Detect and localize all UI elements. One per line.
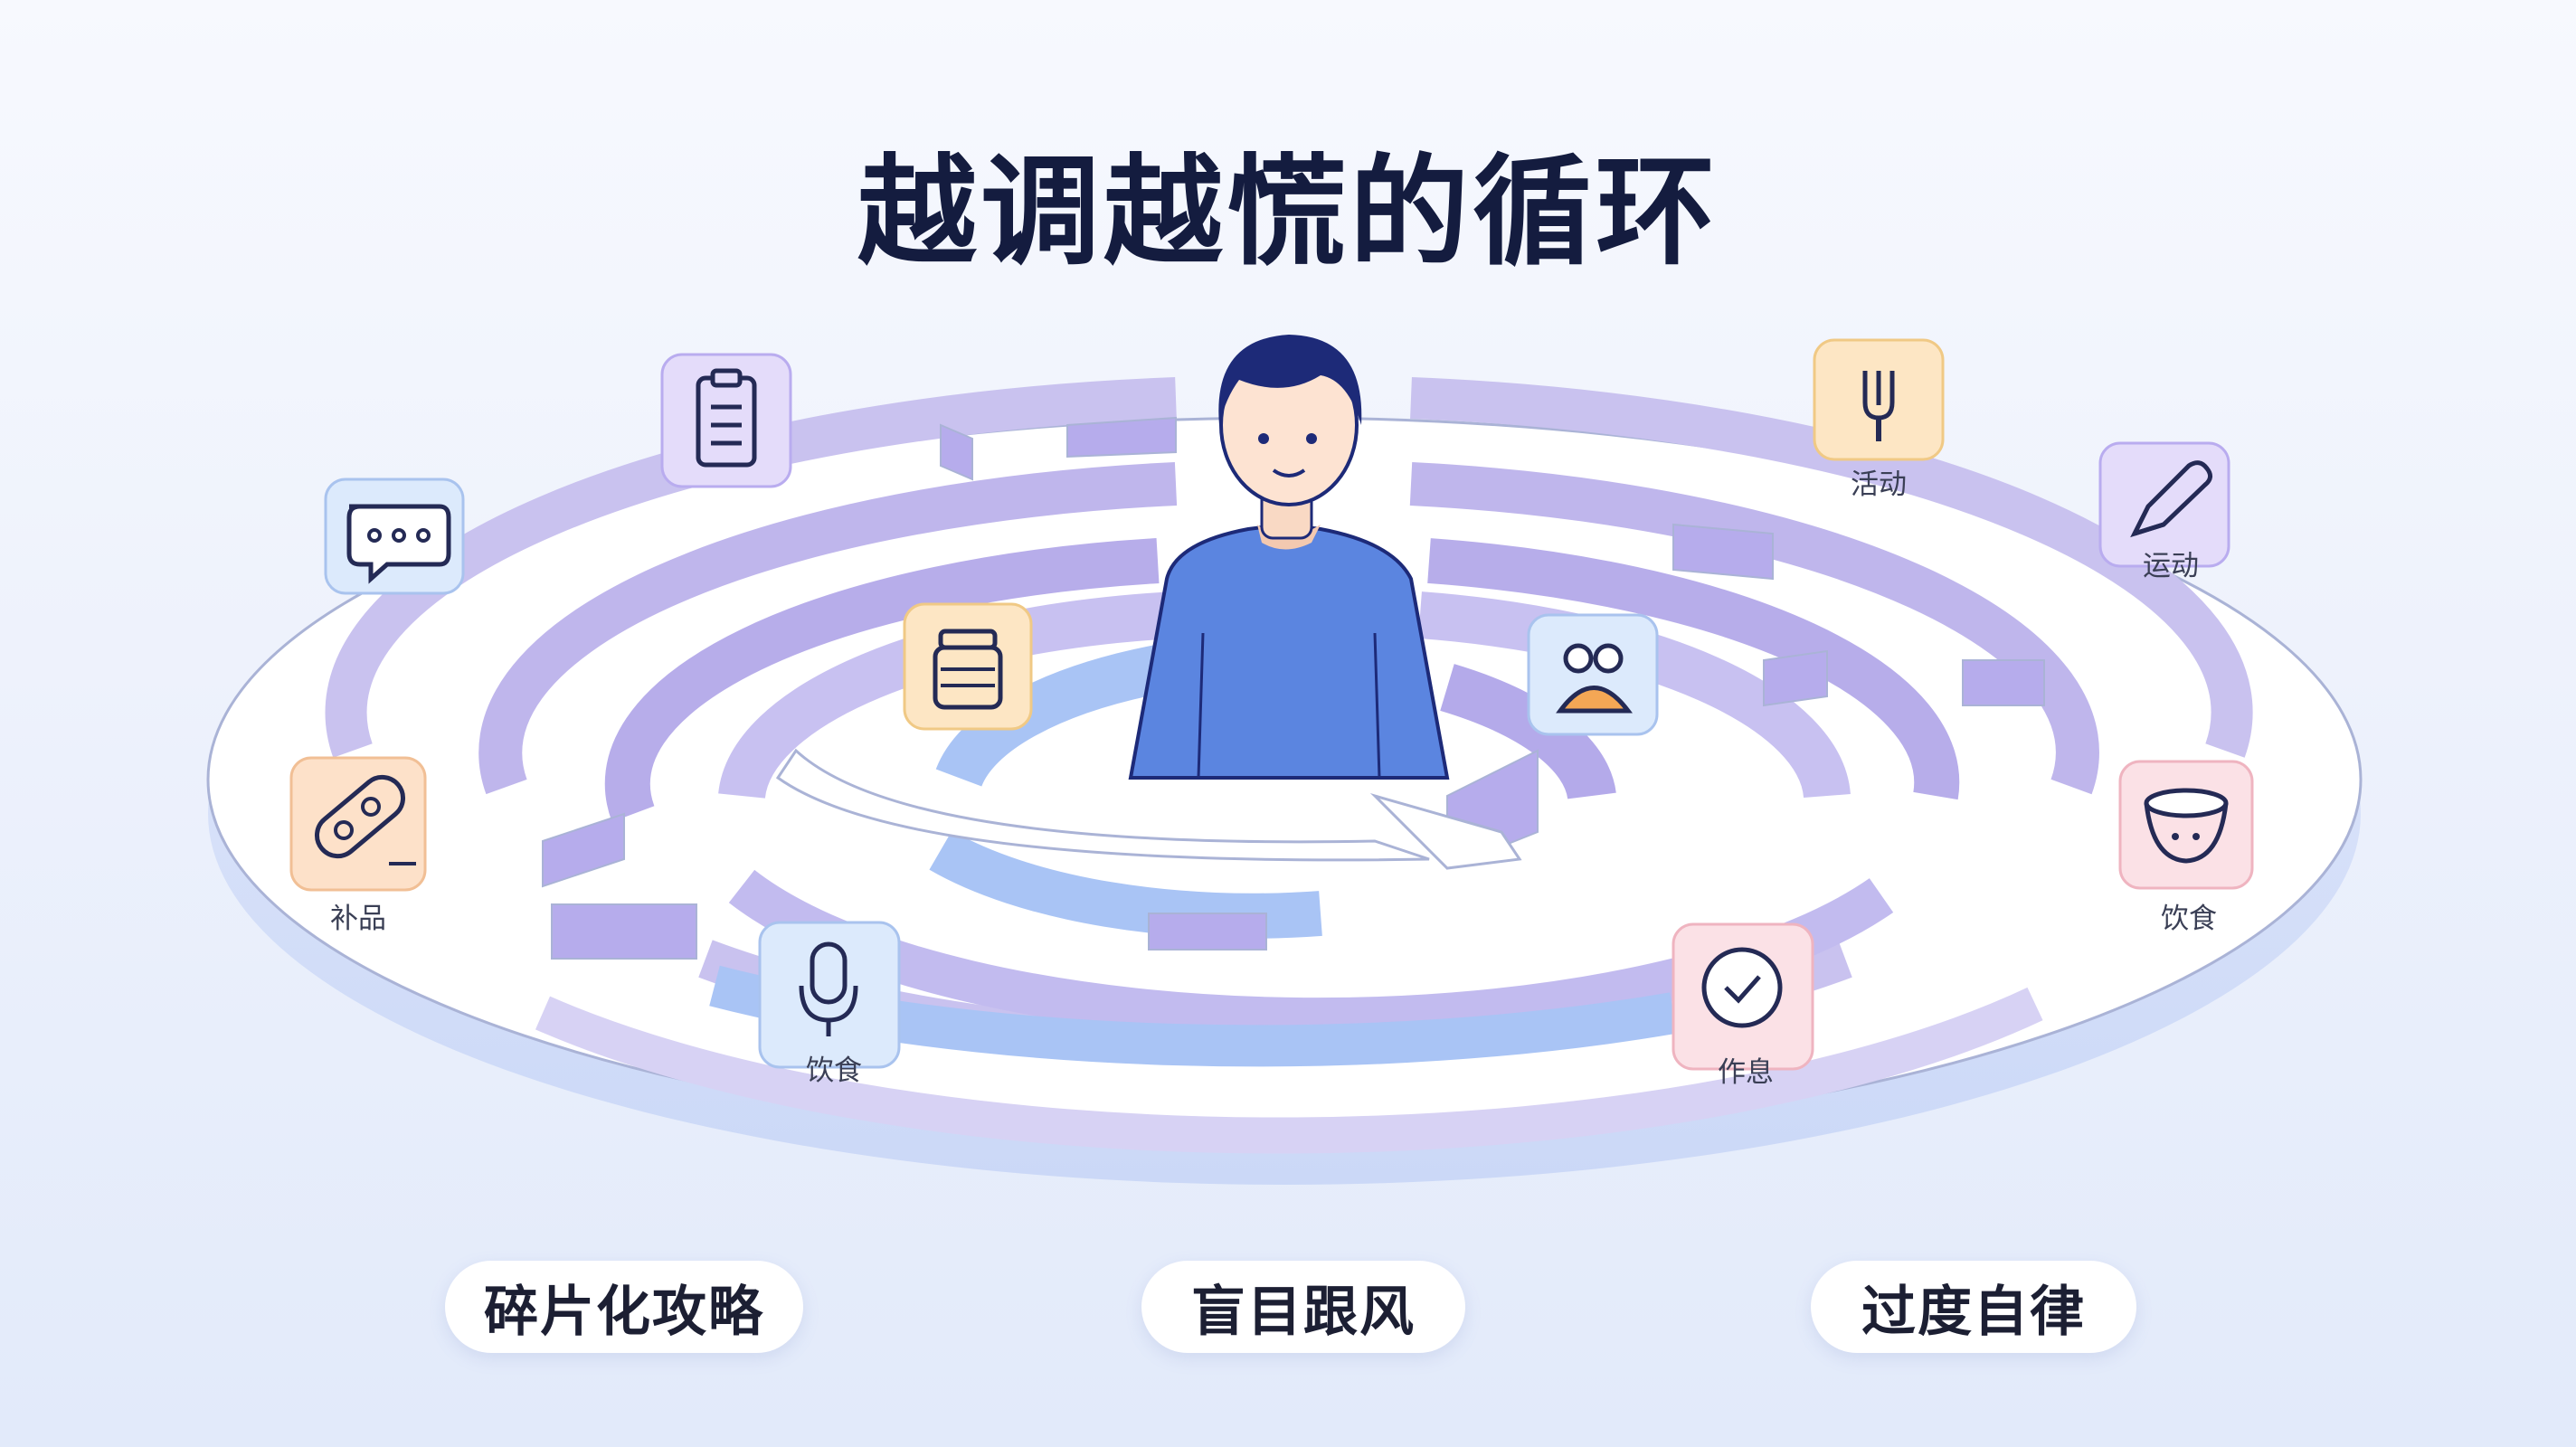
people-icon — [1527, 613, 1659, 736]
microphone-icon — [758, 921, 901, 1069]
icon-label-pen: 运动 — [2143, 550, 2199, 582]
icon-label-fork: 活动 — [1851, 468, 1907, 501]
icon-label-bowl: 饮食 — [2161, 903, 2217, 935]
page-title: 越调越慌的循环 — [857, 143, 1719, 282]
icon-label-pill: 补品 — [330, 903, 386, 935]
pill-capsule-icon — [289, 756, 427, 892]
fork-icon — [1813, 338, 1945, 461]
tag-blind-following: 盲目跟风 — [1141, 1261, 1465, 1353]
icon-label-checkmark-clock: 作息 — [1718, 1056, 1774, 1089]
person-figure — [1128, 335, 1450, 780]
tag-fragmented-tips: 碎片化攻略 — [445, 1261, 803, 1353]
inner-front-wall — [775, 748, 1522, 870]
chat-bubble-icon — [324, 478, 465, 595]
icon-label-microphone: 饮食 — [806, 1055, 862, 1087]
tag-excessive-discipline: 过度自律 — [1811, 1261, 2136, 1353]
maze-partitions — [542, 416, 2045, 960]
checkmark-clock-icon — [1672, 922, 1814, 1071]
jar-icon — [903, 602, 1033, 731]
bowl-icon — [2118, 760, 2254, 890]
clipboard-icon — [660, 353, 792, 488]
pen-icon — [2098, 441, 2230, 568]
